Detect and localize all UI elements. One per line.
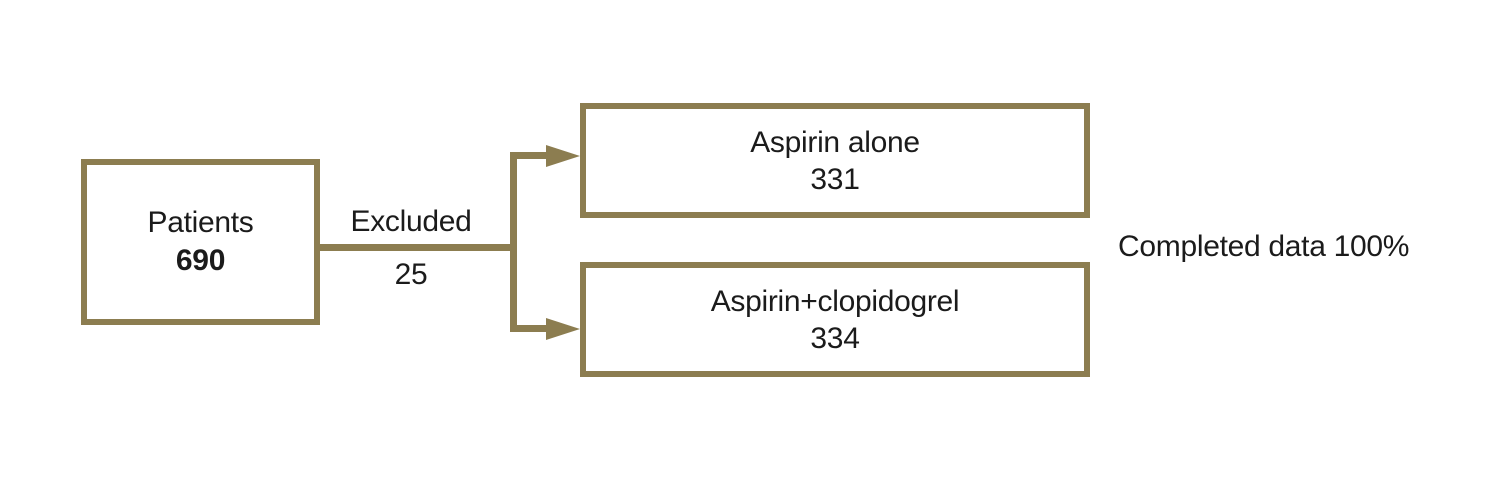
excluded-count: 25 bbox=[394, 258, 428, 291]
patients-label: Patients bbox=[147, 206, 254, 239]
arrowhead-bottom-icon bbox=[546, 318, 580, 340]
arrowhead-top-icon bbox=[546, 145, 580, 167]
aspirin-clopidogrel-count: 334 bbox=[810, 321, 860, 355]
connector-vertical bbox=[510, 152, 517, 332]
aspirin-clopidogrel-label: Aspirin+clopidogrel bbox=[710, 284, 960, 318]
aspirin-alone-count: 331 bbox=[810, 162, 860, 196]
aspirin-alone-box: Aspirin alone 331 bbox=[580, 103, 1090, 218]
connector-main bbox=[318, 244, 517, 251]
completed-data-label: Completed data 100% bbox=[1118, 230, 1410, 263]
patients-count: 690 bbox=[175, 244, 226, 277]
connector-branch-top bbox=[510, 152, 548, 159]
patients-box: Patients 690 bbox=[81, 159, 320, 325]
aspirin-alone-label: Aspirin alone bbox=[750, 125, 920, 159]
connector-branch-bottom bbox=[510, 325, 548, 332]
aspirin-clopidogrel-box: Aspirin+clopidogrel 334 bbox=[580, 262, 1090, 377]
excluded-label: Excluded bbox=[350, 205, 472, 238]
